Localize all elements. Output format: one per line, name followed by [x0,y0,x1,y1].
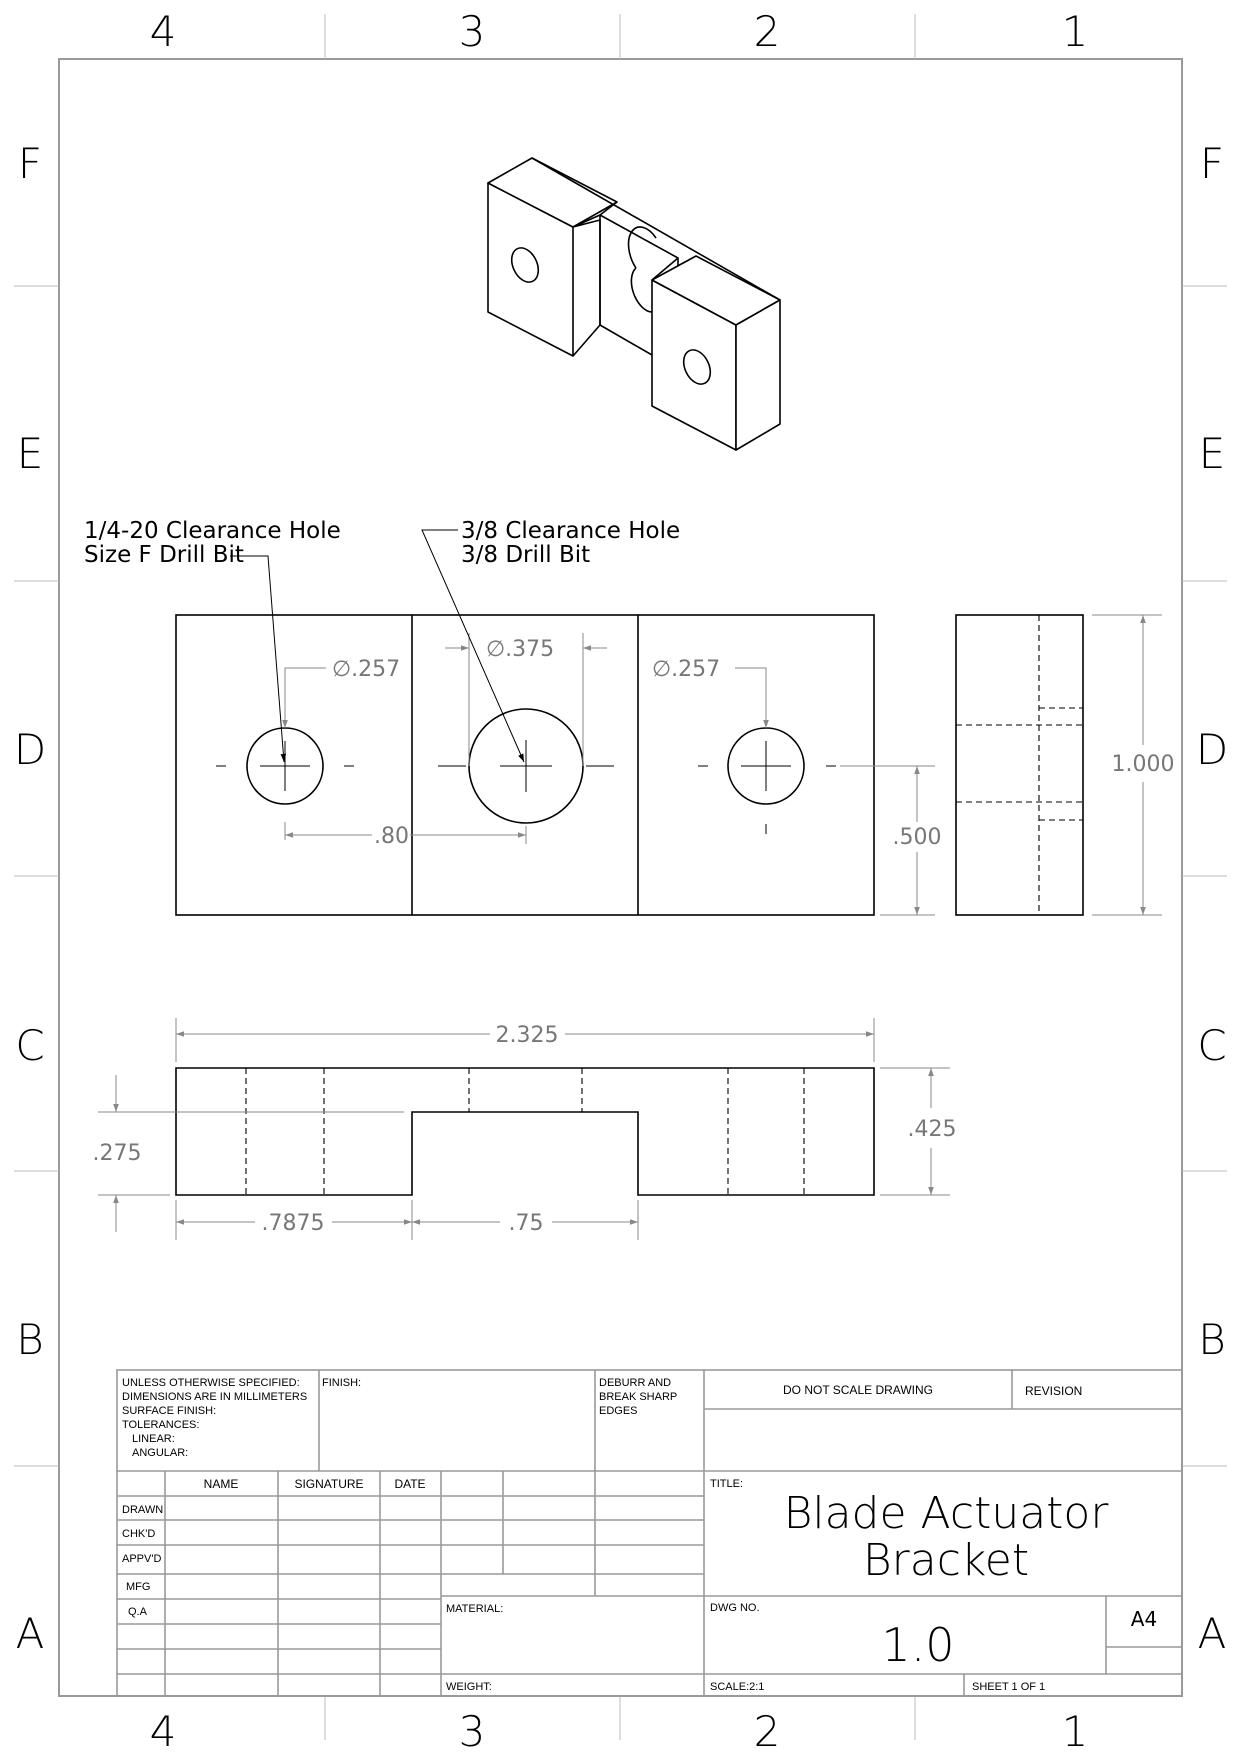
dim-overall-height: 1.000 [1112,752,1175,777]
dim-right-hole-dia: ∅.257 [652,657,720,682]
front-view [175,614,875,916]
weight-label: WEIGHT: [446,1681,492,1693]
zone-row-D-left: D [14,725,46,774]
tolerance-note-1: UNLESS OTHERWISE SPECIFIED: [122,1377,300,1389]
row-label-mfg: MFG [126,1581,150,1593]
note-center-hole-line2: 3/8 Drill Bit [461,542,590,568]
row-label-checked: CHK'D [122,1528,155,1540]
deburr-note-2: BREAK SHARP [599,1391,677,1403]
zone-row-A-right: A [1198,1609,1227,1658]
zone-col-1-top: 1 [1062,7,1089,56]
hole-callouts: 1/4-20 Clearance Hole Size F Drill Bit 3… [84,518,680,763]
zone-row-B-left: B [16,1315,44,1364]
zone-row-E-left: E [17,429,44,478]
zone-col-3-bottom: 3 [459,1707,486,1754]
zone-row-B-right: B [1198,1315,1226,1364]
note-left-hole-line1: 1/4-20 Clearance Hole [84,518,341,544]
dwg-no-label: DWG NO. [710,1602,760,1614]
zone-col-4-bottom: 4 [150,1707,177,1754]
zone-col-1-bottom: 1 [1062,1707,1089,1754]
top-view [175,1067,875,1196]
tolerance-note-2: DIMENSIONS ARE IN MILLIMETERS [122,1391,307,1403]
zone-row-A-left: A [16,1609,45,1658]
zone-row-E-right: E [1199,429,1226,478]
note-left-hole-line2: Size F Drill Bit [84,542,244,568]
tolerance-note-6: ANGULAR: [132,1447,188,1459]
zone-col-2-bottom: 2 [754,1707,781,1754]
zone-tick-marks [14,14,1227,1740]
dim-slot-width: .75 [509,1211,544,1236]
tolerance-note-3: SURFACE FINISH: [122,1405,216,1417]
dim-hole-spacing: .80 [374,824,409,849]
title-block: UNLESS OTHERWISE SPECIFIED: DIMENSIONS A… [116,1369,1183,1697]
zone-row-F-right: F [1200,139,1224,188]
col-header-date: DATE [394,1477,425,1491]
dim-overall-length: 2.325 [496,1023,559,1048]
drawing-title-line1: Blade Actuator [784,1488,1110,1539]
material-label: MATERIAL: [446,1603,503,1615]
zone-row-D-right: D [1196,725,1228,774]
col-header-name: NAME [204,1477,239,1491]
sheet-size: A4 [1131,1607,1157,1631]
finish-label: FINISH: [322,1377,361,1389]
deburr-note-1: DEBURR AND [599,1377,671,1389]
do-not-scale-note: DO NOT SCALE DRAWING [783,1383,933,1397]
zone-col-4-top: 4 [150,7,177,56]
dim-overall-thickness: .425 [908,1117,957,1142]
deburr-note-3: EDGES [599,1405,638,1417]
scale-value: SCALE:2:1 [710,1681,764,1693]
dim-left-hole-dia: ∅.257 [332,657,400,682]
row-label-qa: Q.A [128,1606,148,1618]
row-label-drawn: DRAWN [122,1504,163,1516]
top-view-dimensions: 2.325 .275 .425 .7875 .75 [93,1018,957,1240]
sheet-count: SHEET 1 OF 1 [972,1681,1045,1693]
zone-col-2-top: 2 [754,7,781,56]
isometric-view [487,157,781,451]
dim-step-depth: .275 [93,1141,142,1166]
dim-center-hole-dia: ∅.375 [486,637,554,662]
note-center-hole-line1: 3/8 Clearance Hole [461,518,680,544]
col-header-signature: SIGNATURE [294,1477,363,1491]
side-view: 1.000 [955,614,1175,916]
dim-hole-height: .500 [893,825,942,850]
dwg-no-value: 1.0 [881,1618,954,1672]
title-label: TITLE: [710,1478,743,1490]
row-label-approved: APPV'D [122,1553,161,1565]
zone-col-3-top: 3 [459,7,486,56]
tolerance-note-5: LINEAR: [132,1433,175,1445]
dim-step-start: .7875 [262,1211,325,1236]
revision-label: REVISION [1025,1384,1082,1398]
zone-row-C-left: C [15,1021,44,1070]
drawing-title-line2: Bracket [863,1535,1029,1586]
zone-row-C-right: C [1197,1021,1226,1070]
front-view-dimensions: ∅.257 ∅.375 ∅.257 .80 .500 [282,633,942,916]
tolerance-note-4: TOLERANCES: [122,1419,199,1431]
zone-row-F-left: F [18,139,42,188]
